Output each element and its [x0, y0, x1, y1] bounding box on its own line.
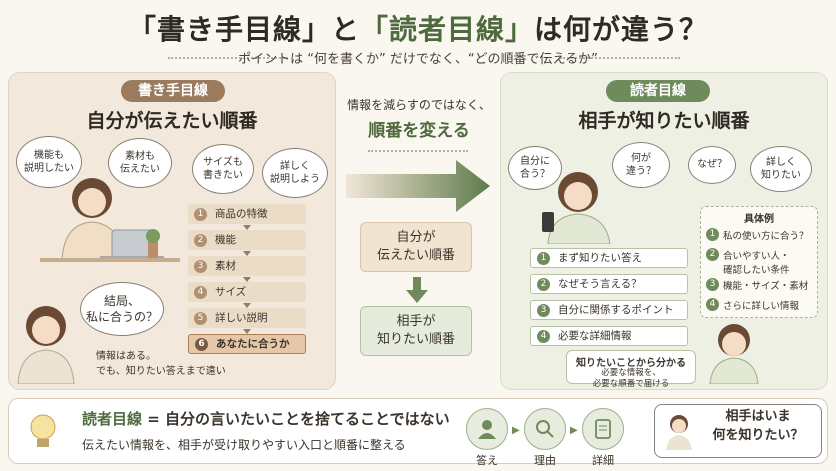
- middle-caption: 情報を減らすのではなく、: [347, 98, 491, 112]
- title-part1: 「書き手目線」と: [127, 13, 360, 46]
- title-part2: 「読者目線」: [359, 13, 534, 46]
- thought-cloud: なぜ？: [688, 146, 736, 184]
- divider-dots: [368, 150, 468, 152]
- divider-dots: [168, 57, 288, 59]
- lightbulb-icon: [30, 414, 56, 447]
- title-part3: は何が違う？: [534, 13, 709, 46]
- reader-question-cloud: 結局、 私に合うの？: [80, 282, 164, 336]
- page-title: 「書き手目線」と「読者目線」は何が違う？: [0, 8, 836, 48]
- speech-bubble: [566, 350, 696, 384]
- flow-label: 理由: [534, 454, 556, 467]
- writer-illustration: [40, 178, 180, 262]
- reader-order-box: 相手が 知りたい順番: [360, 306, 472, 356]
- speech-title: 知りたいことから分かる: [576, 358, 686, 369]
- reader-pill: 読者目線: [606, 80, 710, 102]
- happy-reader-illustration: [709, 324, 759, 384]
- big-right-arrow-icon: [346, 160, 490, 212]
- middle-highlight: 順番を変える: [368, 121, 470, 141]
- document-icon: [582, 408, 624, 450]
- reader-with-phone-illustration: [542, 172, 611, 244]
- thinking-person-icon: [666, 415, 692, 450]
- reader-title: 相手が知りたい順番: [578, 110, 750, 132]
- right-arrow-icon: ▶: [570, 425, 578, 436]
- thought-cloud: 詳しく 説明しよう: [262, 148, 328, 198]
- example-title: 具体例: [744, 214, 774, 225]
- thought-cloud: サイズも 書きたい: [192, 144, 254, 194]
- question-text: 相手はいま 何を知りたい？: [712, 409, 804, 443]
- example-box: [700, 206, 818, 318]
- down-arrow-icon: [243, 225, 251, 230]
- thought-cloud: 何が 違う？: [612, 142, 670, 188]
- right-arrow-icon: ▶: [512, 425, 520, 436]
- writer-title: 自分が伝えたい順番: [86, 110, 258, 132]
- subtitle: ポイントは “何を書くか” だけでなく、“どの順番で伝えるか”: [238, 52, 598, 67]
- thought-cloud: 素材も 伝えたい: [108, 138, 172, 188]
- summary-headline: 読者目線 = 自分の言いたいことを捨てることではない: [82, 410, 450, 428]
- reader-caption: 情報はある。 でも、知りたい答えまで遠い: [96, 351, 226, 377]
- speech-body: 必要な情報を、 必要な順番で届ける: [592, 368, 670, 390]
- flow-label: 答え: [476, 454, 498, 467]
- down-arrow-icon: [243, 303, 251, 308]
- person-icon: [466, 408, 508, 450]
- divider-dots: [560, 57, 680, 59]
- confused-reader-illustration: [17, 306, 75, 384]
- writer-order-box: 自分が 伝えたい順番: [360, 222, 472, 272]
- flow-label: 詳細: [592, 454, 614, 467]
- thought-cloud: 機能も 説明したい: [16, 136, 82, 188]
- summary-body: 伝えたい情報を、相手が受け取りやすい入口と順番に整える: [82, 438, 406, 452]
- down-arrow-icon: [406, 277, 428, 303]
- down-arrow-icon: [243, 251, 251, 256]
- down-arrow-icon: [243, 329, 251, 334]
- writer-pill: 書き手目線: [121, 80, 225, 102]
- down-arrow-icon: [243, 277, 251, 282]
- thought-cloud: 詳しく 知りたい: [750, 146, 812, 192]
- magnifier-icon: [524, 408, 566, 450]
- thought-cloud: 自分に 合う？: [508, 146, 562, 190]
